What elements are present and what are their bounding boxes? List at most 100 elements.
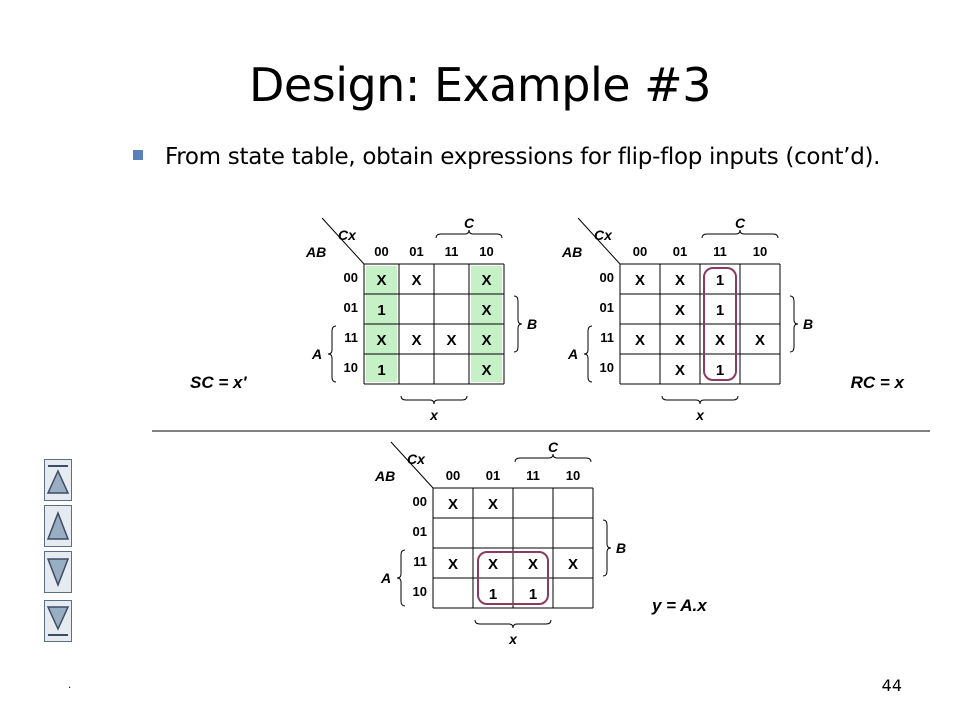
kmap-cell: 1 [377,362,385,379]
corner-diagonal [390,441,434,489]
row-variable-label: AB [561,244,582,260]
brace-x-label: x [429,407,439,423]
kmap-cell: X [448,496,458,513]
row-code: 10 [344,360,358,375]
first-slide-button[interactable] [44,459,72,501]
row-code: 00 [600,270,614,285]
brace-c-label: C [548,439,559,455]
brace-b [513,295,523,353]
col-variable-label: Cx [594,227,613,243]
col-code: 11 [445,244,459,259]
kmap-cell: X [488,556,498,573]
brace-x [661,395,739,405]
kmap-cell: X [568,556,578,573]
row-code: 01 [344,300,358,315]
brace-a [396,549,406,607]
kmap-cell: X [411,272,421,289]
row-code: 11 [600,330,614,345]
brace-b-label: B [527,316,537,332]
kmap-cell: X [675,332,685,349]
kmap-cell: 1 [716,272,724,289]
equation-y: y = A.x [651,596,708,615]
equation-rc: RC = x [851,373,906,392]
kmap-cell: X [675,362,685,379]
brace-c [514,453,592,463]
row-code: 01 [413,524,427,539]
kmap-cell: X [635,272,645,289]
brace-b [789,295,799,353]
slide-title: Design: Example #3 [249,58,711,112]
row-code: 11 [344,330,358,345]
brace-a [327,325,337,383]
last-slide-button[interactable] [44,600,72,642]
col-code: 10 [566,468,580,483]
col-code: 00 [633,244,647,259]
kmap-cell: 1 [489,586,497,603]
footer-mark: . [68,680,72,691]
col-code: 10 [479,244,493,259]
row-code: 00 [344,270,358,285]
col-code: 01 [409,244,423,259]
brace-a-label: A [380,570,391,586]
brace-x [474,619,552,629]
col-code: 11 [526,468,540,483]
kmap-cell: X [481,272,491,289]
row-code: 10 [600,360,614,375]
brace-c [435,229,503,239]
col-variable-label: Cx [338,227,357,243]
group-loop [703,267,737,381]
col-code: 11 [713,244,727,259]
kmap-cell: X [481,332,491,349]
first-slide-icon [44,459,72,501]
kmap-cell: X [635,332,645,349]
last-slide-icon [44,600,72,642]
kmap-cell: X [715,332,725,349]
col-code: 01 [486,468,500,483]
brace-a-label: A [567,346,578,362]
brace-a [583,325,593,383]
row-code: 01 [600,300,614,315]
brace-b [602,519,612,577]
col-code: 00 [374,244,388,259]
brace-b-label: B [616,540,626,556]
kmap-cell: X [376,332,386,349]
corner-diagonal [321,217,365,265]
page-number: 44 [881,676,902,695]
kmap-cell: X [675,272,685,289]
kmap-cell: X [448,556,458,573]
kmap-cell: 1 [716,302,724,319]
row-code: 11 [413,554,427,569]
kmap-cell: X [488,496,498,513]
brace-c-label: C [735,215,746,231]
bullet-marker [133,150,143,160]
row-code: 00 [413,494,427,509]
col-code: 00 [446,468,460,483]
brace-x-label: x [695,407,705,423]
kmap-cell: 1 [377,302,385,319]
brace-b-label: B [803,316,813,332]
next-slide-button[interactable] [44,551,72,593]
brace-x-label: x [508,631,518,647]
kmap-cell: X [675,302,685,319]
brace-c [701,229,779,239]
next-slide-icon [44,551,72,593]
brace-a-label: A [311,346,322,362]
kmap-cell: 1 [716,362,724,379]
kmap-cell: X [446,332,456,349]
kmap-cell: X [755,332,765,349]
kmap-cell: 1 [529,586,537,603]
group-loop [477,551,549,605]
slide-bullet-text: From state table, obtain expressions for… [165,144,881,170]
row-code: 10 [413,584,427,599]
brace-x [400,395,468,405]
row-variable-label: AB [305,244,326,260]
kmap-cell: X [481,302,491,319]
col-code: 01 [673,244,687,259]
kmap-cell: X [481,362,491,379]
previous-slide-button[interactable] [44,505,72,547]
row-variable-label: AB [374,468,395,484]
